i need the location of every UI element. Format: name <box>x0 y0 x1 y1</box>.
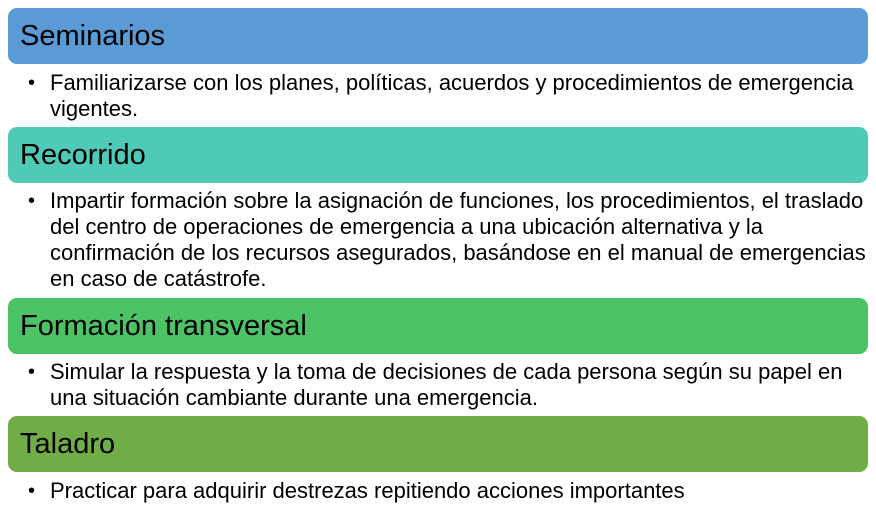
section-bullet: • Familiarizarse con los planes, polític… <box>28 70 868 122</box>
bullet-text: Familiarizarse con los planes, políticas… <box>50 70 854 121</box>
bullet-icon: • <box>28 190 36 212</box>
bullet-text: Simular la respuesta y la toma de decisi… <box>50 359 843 410</box>
section-title: Formación transversal <box>20 309 307 342</box>
bullet-icon: • <box>28 480 36 502</box>
bullet-icon: • <box>28 72 36 94</box>
section-header-taladro: Taladro <box>8 416 868 472</box>
section-bullet: • Practicar para adquirir destrezas repi… <box>28 478 868 504</box>
section-title: Taladro <box>20 427 116 460</box>
section-header-seminarios: Seminarios <box>8 8 868 64</box>
section-bullet: • Simular la respuesta y la toma de deci… <box>28 359 868 411</box>
section-header-formacion-transversal: Formación transversal <box>8 298 868 354</box>
section-title: Recorrido <box>20 138 146 171</box>
section-title: Seminarios <box>20 19 166 52</box>
bullet-icon: • <box>28 361 36 383</box>
section-header-recorrido: Recorrido <box>8 127 868 183</box>
bullet-text: Practicar para adquirir destrezas repiti… <box>50 478 685 503</box>
bullet-text: Impartir formación sobre la asignación d… <box>50 188 866 291</box>
section-bullet: • Impartir formación sobre la asignación… <box>28 188 868 292</box>
